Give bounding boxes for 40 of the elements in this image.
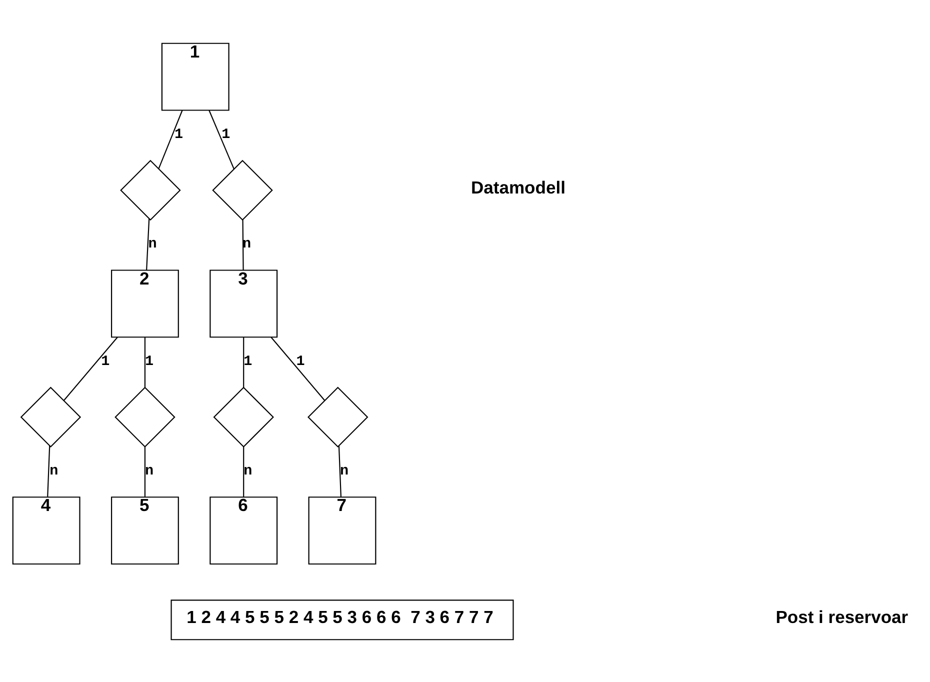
connector bbox=[243, 336, 244, 387]
label: Datamodell bbox=[471, 176, 566, 197]
node-box: 2 bbox=[110, 269, 179, 338]
edge-label: 1 bbox=[144, 353, 154, 370]
node-box: 1 bbox=[161, 42, 230, 110]
connector bbox=[144, 336, 146, 387]
edge-label: n bbox=[244, 463, 252, 480]
connector bbox=[243, 446, 244, 496]
connector bbox=[47, 445, 50, 496]
edge-label: n bbox=[144, 463, 154, 480]
connector bbox=[270, 336, 326, 400]
edge-label: n bbox=[242, 236, 252, 252]
edge-label: 1 bbox=[222, 126, 230, 143]
edge-label: n bbox=[148, 236, 157, 252]
label: Post i reservoar bbox=[776, 606, 908, 626]
edge-label: 1 bbox=[174, 126, 184, 143]
node-box: 1 2 4 4 5 5 5 2 4 5 5 3 6 6 6 7 3 6 7 7 7 bbox=[170, 599, 514, 640]
node-box: 3 bbox=[210, 269, 278, 338]
edge-label: 1 bbox=[244, 353, 252, 370]
node-box: 4 bbox=[12, 496, 80, 564]
node-diamond bbox=[20, 386, 82, 447]
node-diamond bbox=[213, 386, 274, 447]
node-diamond bbox=[308, 386, 368, 447]
edge-label: 1 bbox=[101, 353, 110, 370]
connector bbox=[208, 110, 234, 169]
node-diamond bbox=[120, 159, 181, 220]
node-diamond bbox=[114, 386, 176, 447]
connector bbox=[338, 445, 342, 496]
edge-label: n bbox=[50, 463, 58, 480]
node-box: 5 bbox=[110, 496, 179, 564]
node-box: 7 bbox=[308, 496, 376, 564]
node-diamond bbox=[212, 159, 273, 220]
connector bbox=[64, 336, 118, 400]
node-box: 6 bbox=[210, 496, 278, 564]
edge-label: 1 bbox=[296, 353, 305, 370]
connector bbox=[144, 446, 146, 496]
connector bbox=[146, 218, 150, 270]
connector bbox=[242, 219, 244, 270]
connector bbox=[158, 110, 183, 168]
edge-label: n bbox=[340, 463, 349, 480]
